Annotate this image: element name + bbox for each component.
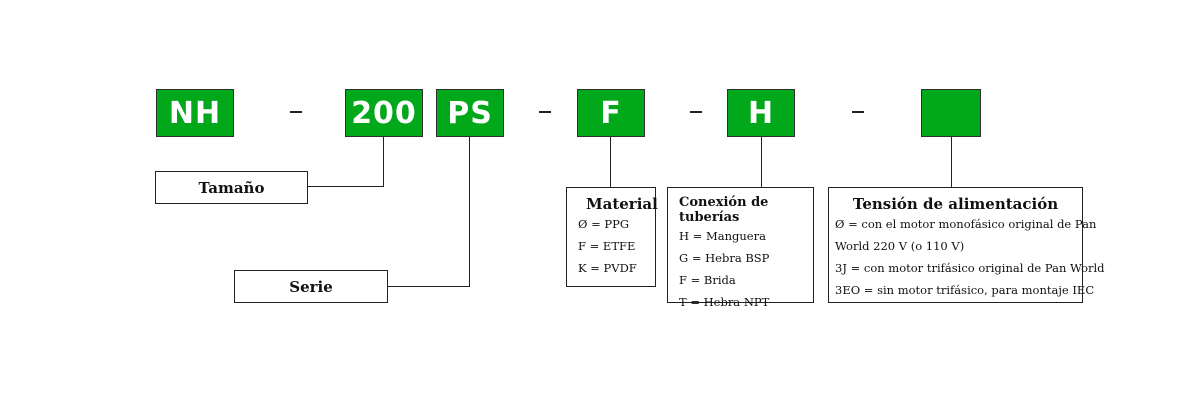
separator-dash — [690, 111, 702, 113]
material-option: Ø = PPG — [578, 217, 630, 231]
code-box-model: NH — [156, 89, 234, 137]
material-option: F = ETFE — [578, 239, 636, 253]
connector-piping — [761, 137, 762, 187]
code-box-series: PS — [436, 89, 504, 137]
separator-dash — [539, 111, 551, 113]
voltage-option: World 220 V (o 110 V) — [835, 239, 965, 253]
voltage-option: 3J = con motor trifásico original de Pan… — [835, 261, 1105, 275]
material-title: Material — [586, 195, 658, 213]
material-info-box: Material Ø = PPG F = ETFE K = PVDF — [566, 187, 658, 287]
connector-series-vertical — [469, 137, 470, 286]
connector-size-horizontal — [307, 186, 384, 187]
code-box-voltage — [921, 89, 981, 137]
code-box-size: 200 — [345, 89, 423, 137]
voltage-option: 3EO = sin motor trifásico, para montaje … — [835, 283, 1095, 297]
piping-title: Conexión de tuberías — [679, 195, 769, 225]
code-box-material: F — [577, 89, 645, 137]
connector-series-horizontal — [387, 286, 470, 287]
connector-size-vertical — [383, 137, 384, 186]
material-option: K = PVDF — [578, 261, 637, 275]
voltage-option: Ø = con el motor monofásico original de … — [835, 217, 1097, 231]
code-box-piping: H — [727, 89, 795, 137]
piping-option: T = Hebra NPT — [679, 295, 770, 309]
separator-dash — [852, 111, 864, 113]
connector-voltage — [951, 137, 952, 187]
series-label-box: Serie — [234, 270, 388, 303]
piping-info-box: Conexión de tuberías H = Manguera G = He… — [667, 187, 814, 309]
piping-option: H = Manguera — [679, 229, 766, 243]
piping-option: F = Brida — [679, 273, 736, 287]
voltage-info-box: Tensión de alimentación Ø = con el motor… — [828, 187, 1105, 303]
voltage-title: Tensión de alimentación — [852, 195, 1059, 213]
separator-dash — [290, 111, 302, 113]
piping-option: G = Hebra BSP — [679, 251, 770, 265]
connector-material — [610, 137, 611, 187]
size-label-box: Tamaño — [155, 171, 308, 204]
